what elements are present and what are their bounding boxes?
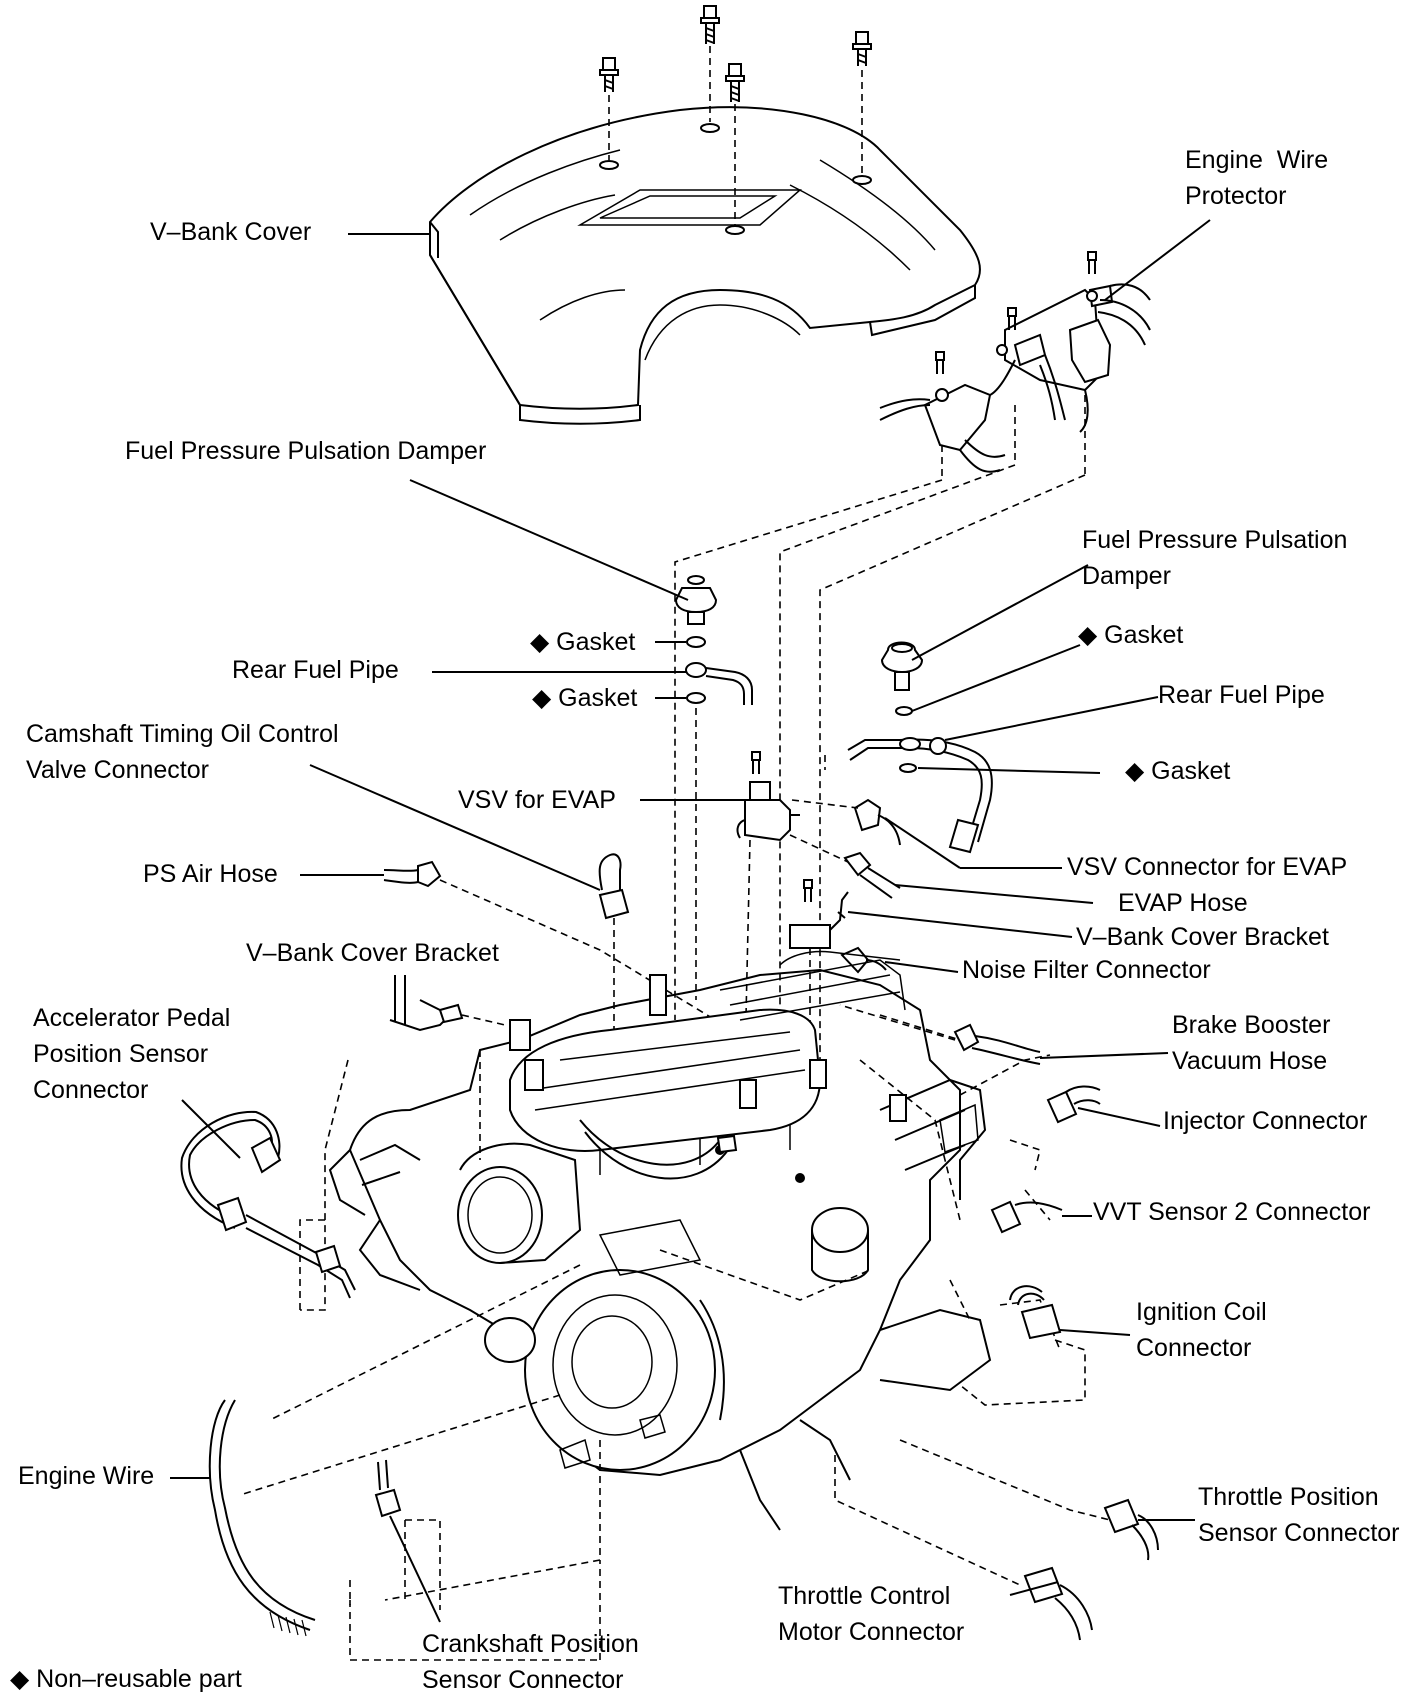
crankshaft-connector-part (374, 1459, 402, 1518)
legend-non-reusable-part: ◆ Non–reusable part (10, 1665, 242, 1693)
label-rear-fuel-pipe-right: Rear Fuel Pipe (1158, 681, 1325, 709)
throttle-control-motor-connector-part (1023, 1566, 1093, 1641)
label-vsv-for-evap: VSV for EVAP (458, 786, 616, 814)
ps-air-hose-part (383, 860, 741, 1036)
engine-wire-protector-part (879, 251, 1151, 480)
label-rear-fuel-pipe-left: Rear Fuel Pipe (232, 656, 399, 684)
label-ignition-coil-connector: Ignition Coil Connector (1136, 1298, 1267, 1362)
label-evap-hose: EVAP Hose (1118, 889, 1248, 917)
label-camshaft-timing-connector: Camshaft Timing Oil Control Valve Connec… (26, 720, 339, 784)
injector-connector-part (1046, 1085, 1101, 1124)
label-v-bank-cover-bracket-left: V–Bank Cover Bracket (246, 939, 499, 967)
engine-assembly (328, 950, 992, 1531)
engine-wire-part (208, 1399, 351, 1637)
label-ps-air-hose: PS Air Hose (143, 860, 278, 888)
label-throttle-control-motor-connector: Throttle Control Motor Connector (778, 1582, 965, 1646)
left-damper-assembly (674, 575, 753, 1000)
label-noise-filter-connector: Noise Filter Connector (962, 956, 1211, 984)
label-throttle-position-sensor-connector: Throttle Position Sensor Connector (1198, 1483, 1400, 1547)
label-brake-booster-vacuum-hose: Brake Booster Vacuum Hose (1172, 1011, 1331, 1075)
right-damper-assembly (847, 641, 993, 854)
label-engine-wire-protector: Engine Wire Protector (1185, 146, 1329, 210)
label-vvt-sensor-2-connector: VVT Sensor 2 Connector (1093, 1198, 1371, 1226)
label-accelerator-pedal-connector: Accelerator Pedal Position Sensor Connec… (33, 1004, 231, 1104)
label-fuel-pressure-damper-right: Fuel Pressure Pulsation Damper (1082, 526, 1348, 590)
label-engine-wire: Engine Wire (18, 1462, 155, 1490)
ignition-coil-connector-part (1009, 1285, 1062, 1340)
label-fuel-pressure-damper-left: Fuel Pressure Pulsation Damper (125, 437, 487, 465)
cover-bolts (599, 5, 872, 225)
label-gasket-left-top: ◆ Gasket (530, 628, 636, 656)
label-gasket-right-top: ◆ Gasket (1078, 621, 1184, 649)
vvt-sensor-2-connector-part (990, 1200, 1063, 1234)
accelerator-connector-part (180, 1110, 356, 1299)
callout-leaders (170, 219, 1211, 1623)
throttle-position-connector-part (1103, 1498, 1159, 1561)
label-injector-connector: Injector Connector (1163, 1107, 1368, 1135)
v-bank-cover-part (429, 106, 981, 425)
label-v-bank-cover: V–Bank Cover (150, 218, 312, 246)
v-bank-bracket-left-part (389, 975, 506, 1032)
label-gasket-right-bottom: ◆ Gasket (1125, 757, 1231, 785)
wire-routing-dashes (674, 464, 1086, 1090)
label-crankshaft-position-sensor-connector: Crankshaft Position Sensor Connector (422, 1630, 639, 1694)
label-v-bank-cover-bracket-right: V–Bank Cover Bracket (1076, 923, 1329, 951)
brake-booster-hose-part (839, 1004, 1041, 1065)
label-vsv-connector-for-evap: VSV Connector for EVAP (1067, 853, 1348, 881)
label-gasket-left-bottom: ◆ Gasket (532, 684, 638, 712)
